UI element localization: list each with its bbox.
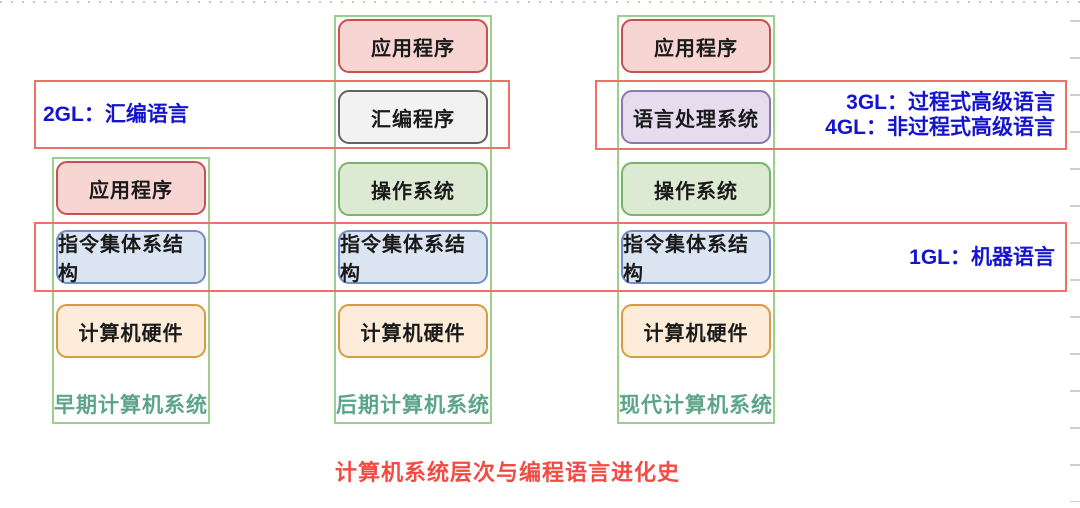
column-label-modern: 现代计算机系统	[619, 394, 773, 417]
box-operating-system: 操作系统	[338, 162, 488, 216]
column-modern-computer-system: 应用程序 语言处理系统 操作系统 指令集体系结构 计算机硬件 现代计算机系统	[617, 15, 775, 424]
box-computer-hardware: 计算机硬件	[621, 304, 771, 358]
column-later-computer-system: 应用程序 汇编程序 操作系统 指令集体系结构 计算机硬件 后期计算机系统	[334, 15, 492, 424]
box-application-program: 应用程序	[338, 19, 488, 73]
box-application-program: 应用程序	[56, 161, 206, 215]
annotation-3gl-text: 3GL：过程式高级语言	[846, 91, 1055, 114]
highlight-frame-1gl	[34, 222, 1067, 292]
highlight-frame-3gl-4gl	[595, 80, 1067, 150]
highlight-frame-2gl	[34, 80, 510, 149]
box-assembler-program: 汇编程序	[338, 90, 488, 144]
box-application-program: 应用程序	[621, 19, 771, 73]
column-label-early: 早期计算机系统	[54, 394, 208, 417]
column-label-later: 后期计算机系统	[336, 394, 490, 417]
box-computer-hardware: 计算机硬件	[338, 304, 488, 358]
annotation-3gl-4gl-high-level-languages: 3GL：过程式高级语言 4GL：非过程式高级语言	[825, 80, 1055, 150]
annotation-2gl-text: 2GL：汇编语言	[43, 103, 189, 126]
box-language-processing-system: 语言处理系统	[621, 90, 771, 144]
top-dotted-border	[0, 1, 1080, 3]
right-edge-dashes	[1070, 20, 1080, 502]
box-computer-hardware: 计算机硬件	[56, 304, 206, 358]
box-instruction-set-architecture: 指令集体系结构	[56, 230, 206, 285]
box-instruction-set-architecture: 指令集体系结构	[338, 230, 488, 285]
annotation-4gl-text: 4GL：非过程式高级语言	[825, 116, 1055, 139]
box-operating-system: 操作系统	[621, 162, 771, 216]
annotation-2gl-assembly-language: 2GL：汇编语言	[43, 80, 189, 149]
annotation-1gl-machine-language: 1GL：机器语言	[909, 222, 1055, 292]
annotation-1gl-text: 1GL：机器语言	[909, 245, 1055, 269]
box-instruction-set-architecture: 指令集体系结构	[621, 230, 771, 285]
diagram-title: 计算机系统层次与编程语言进化史	[334, 460, 680, 485]
